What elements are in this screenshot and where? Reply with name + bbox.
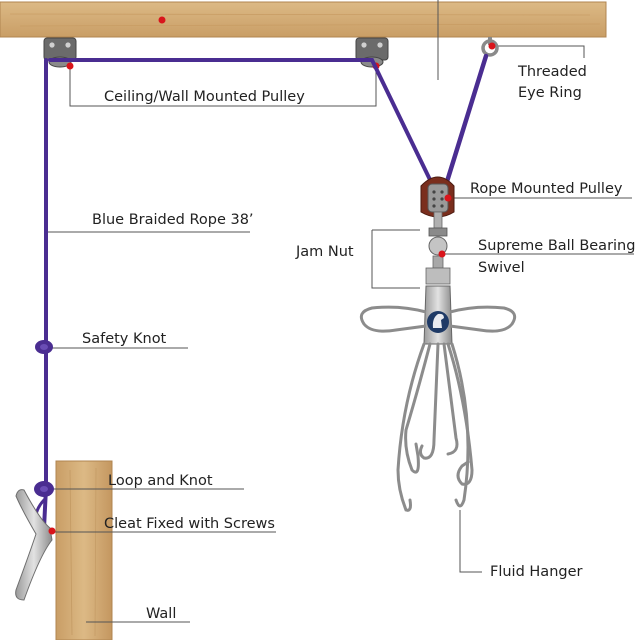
label-ceiling-pulley: Ceiling/Wall Mounted Pulley xyxy=(104,89,305,105)
safety-knot xyxy=(35,340,53,354)
label-rope: Blue Braided Rope 38’ xyxy=(92,212,254,228)
threaded-eye-ring xyxy=(481,37,499,57)
ceiling-beam xyxy=(0,1,607,38)
label-eye-ring-line2: Eye Ring xyxy=(518,85,582,101)
label-fluid-hanger: Fluid Hanger xyxy=(490,564,583,580)
rope-mounted-pulley xyxy=(420,176,455,218)
label-rope-pulley: Rope Mounted Pulley xyxy=(470,181,623,197)
label-cleat: Cleat Fixed with Screws xyxy=(104,516,275,532)
cleat xyxy=(15,489,56,601)
loop-and-knot xyxy=(34,481,54,497)
ceiling-pulley-left xyxy=(43,37,77,70)
label-jam-nut: Jam Nut xyxy=(295,244,354,260)
beam-marker-dot xyxy=(158,16,166,24)
label-swivel-line1: Supreme Ball Bearing xyxy=(478,238,635,254)
jam-nut-and-swivel xyxy=(428,211,448,269)
label-loop-knot: Loop and Knot xyxy=(108,473,213,489)
wall-post xyxy=(55,460,113,640)
label-swivel-line2: Swivel xyxy=(478,260,525,276)
label-wall: Wall xyxy=(146,606,176,622)
label-safety-knot: Safety Knot xyxy=(82,331,167,347)
fluid-hanger xyxy=(359,267,517,512)
blue-braided-rope xyxy=(34,53,489,542)
leader-lines xyxy=(48,0,634,623)
label-eye-ring-line1: Threaded xyxy=(517,64,587,80)
ceiling-pulley-right xyxy=(355,37,389,70)
